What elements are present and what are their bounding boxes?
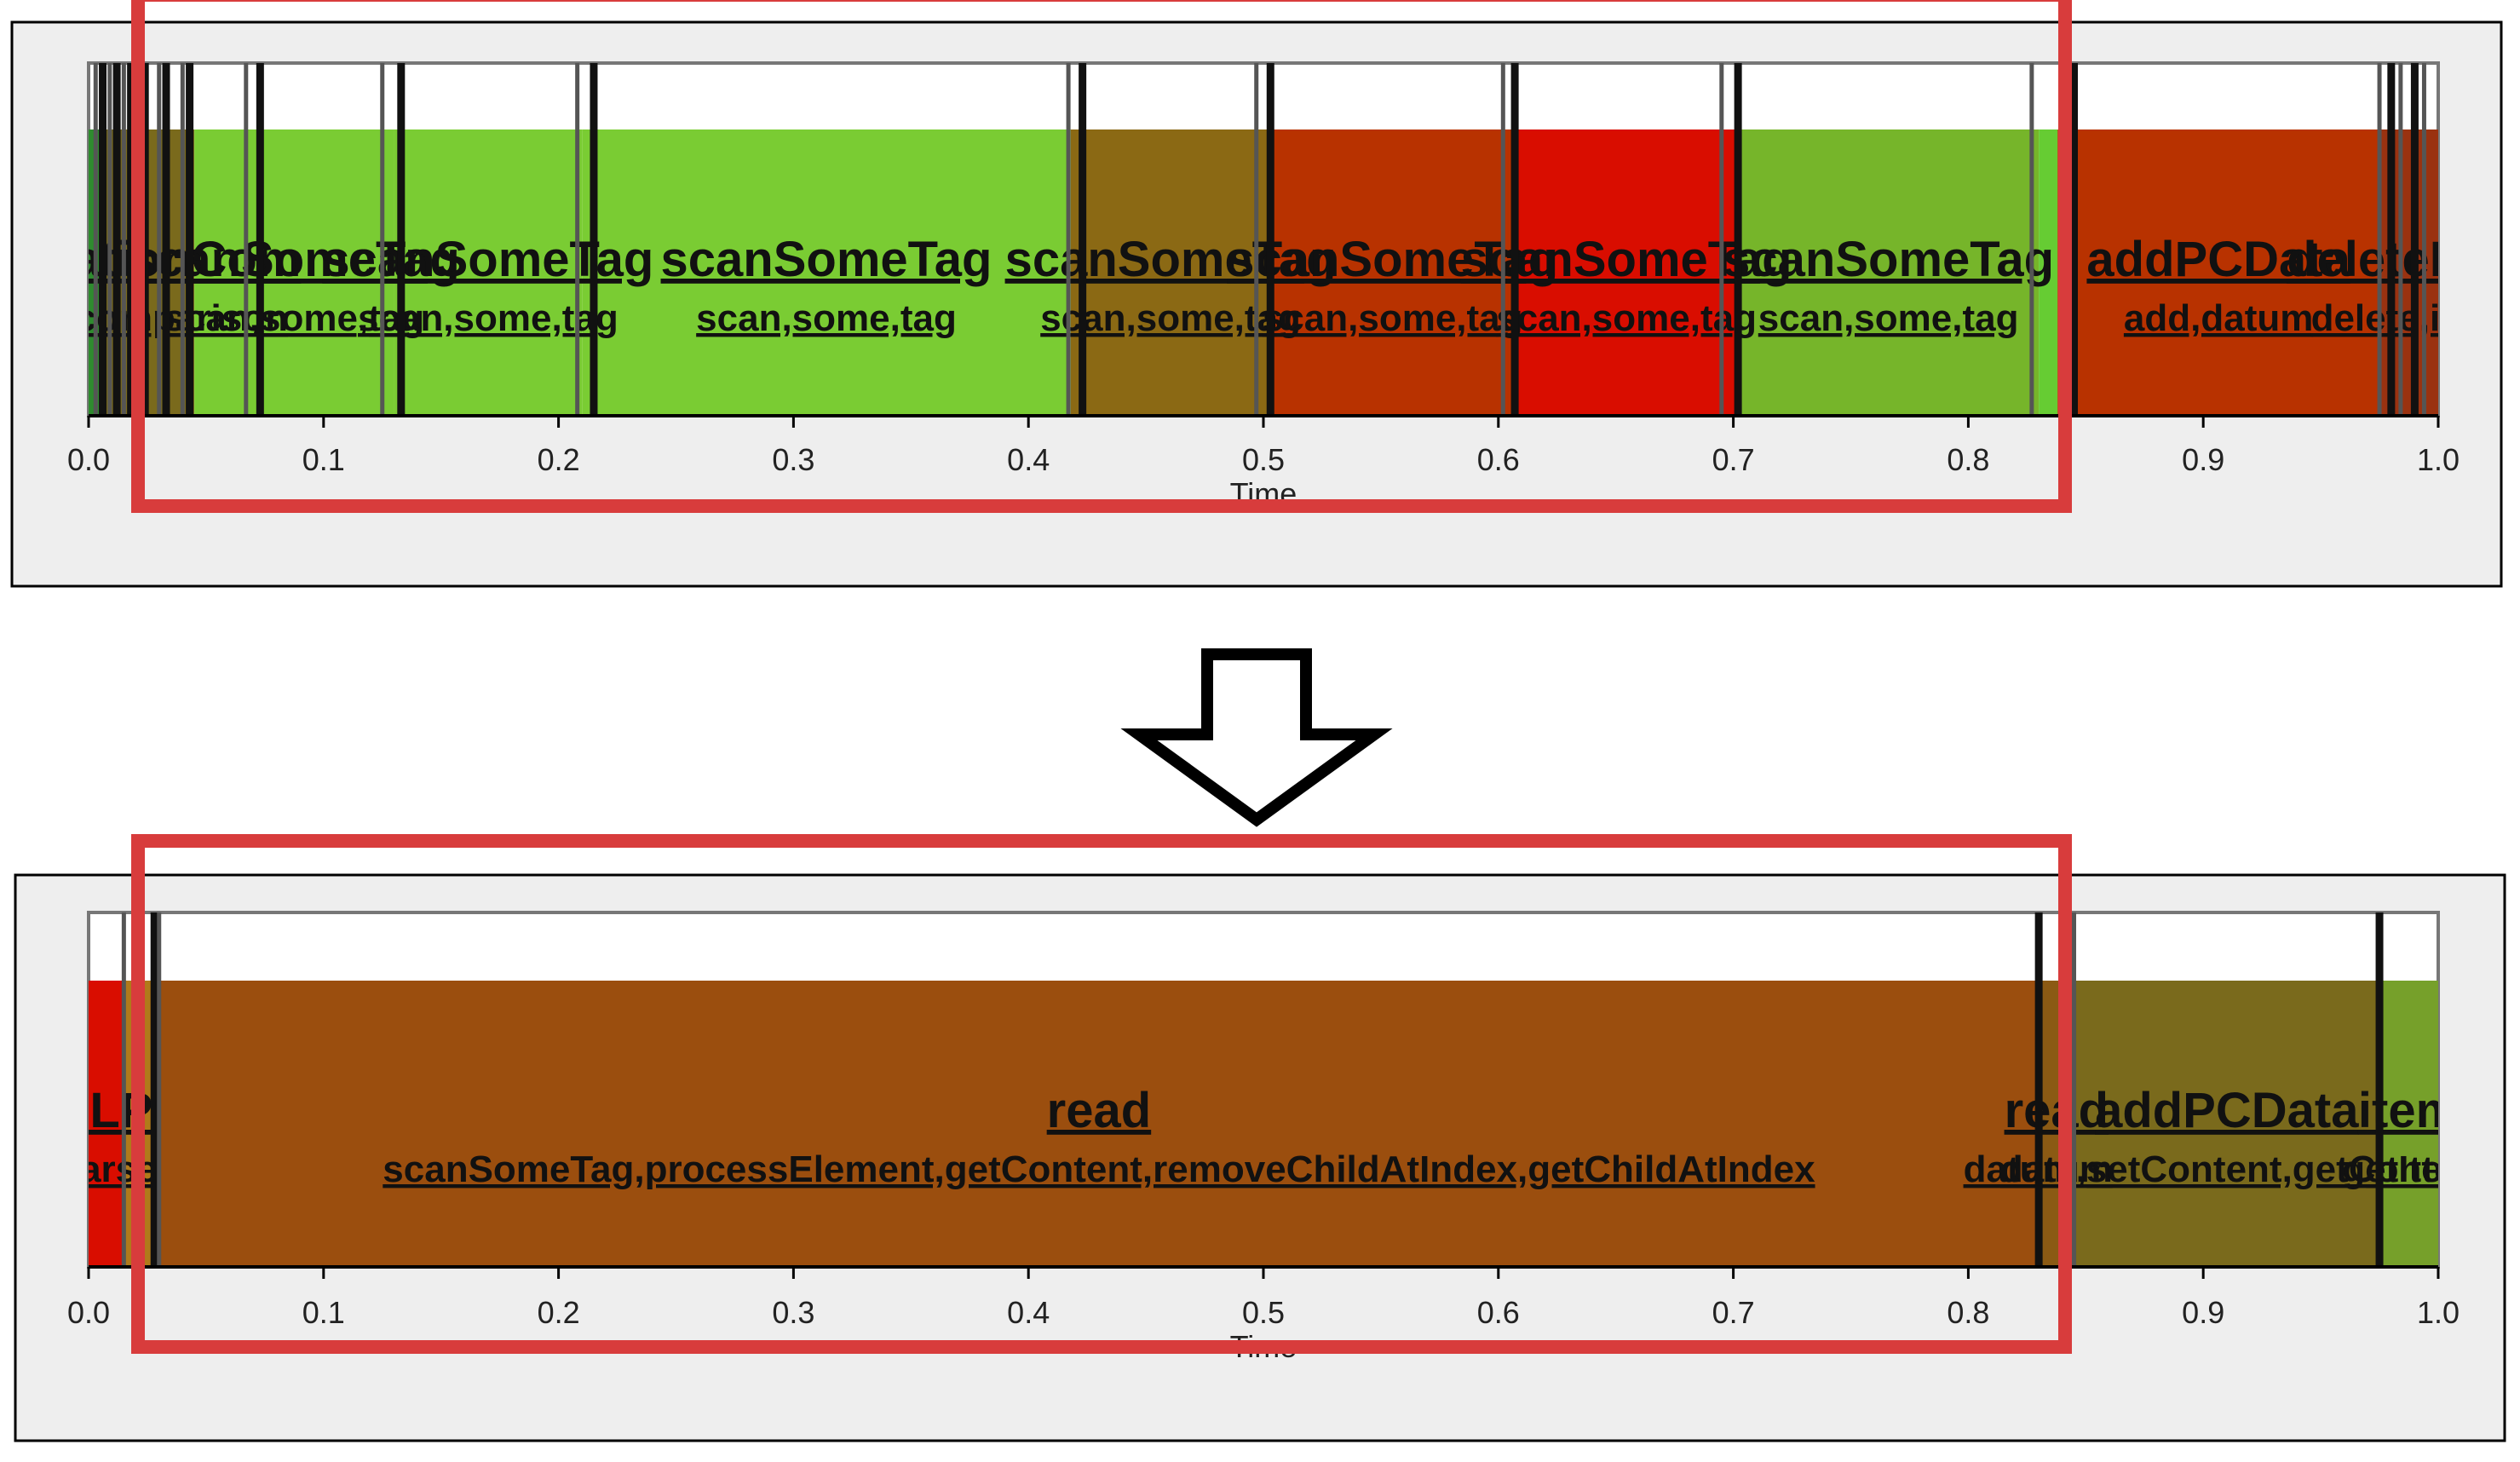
segments <box>89 981 2438 1267</box>
x-tick-label: 1.0 <box>2417 442 2460 477</box>
x-tick-label: 0.1 <box>302 442 345 477</box>
x-tick-label: 0.2 <box>538 1295 580 1330</box>
x-tick-label: 0.0 <box>67 442 110 477</box>
segment-bar <box>194 130 394 416</box>
x-tick-label: 0.6 <box>1477 442 1520 477</box>
x-tick-label: 0.5 <box>1242 1295 1285 1330</box>
segment-name: addPCData <box>2086 232 2350 287</box>
segment-bar <box>158 981 2040 1267</box>
segment-subtitle: add,datum <box>2124 297 2313 339</box>
x-tick-label: 0.1 <box>302 1295 345 1330</box>
segment-bar <box>1070 130 1271 416</box>
segment-bar <box>1738 130 2040 416</box>
segment-bar <box>89 981 124 1267</box>
segment-bar <box>582 130 1071 416</box>
segment-subtitle: scanSomeTag,processElement,getContent,re… <box>383 1148 1815 1190</box>
segment-bar <box>1515 130 1739 416</box>
x-tick-label: 1.0 <box>2417 1295 2460 1330</box>
x-tick-label: 0.4 <box>1007 1295 1050 1330</box>
segment-bar <box>394 130 583 416</box>
x-tick-label: 0.3 <box>772 442 814 477</box>
segment-bar <box>2039 130 2058 416</box>
x-tick-label: 0.5 <box>1242 442 1285 477</box>
segment-bar <box>2379 981 2438 1267</box>
segment-subtitle: scan,some,tag <box>1758 297 2019 339</box>
segment-name: read <box>2005 1083 2109 1138</box>
down-arrow-icon <box>1120 648 1393 827</box>
segment-name: scanSomeTag <box>322 232 653 287</box>
segment-labels: LLPParsereadscanSomeTag,processElement,g… <box>89 1083 2475 1190</box>
segment-subtitle: scan,some,tag <box>696 297 957 339</box>
segment-name: item <box>2358 1083 2460 1138</box>
segment-labels: alizationComfdd,comparisonscanSomeTagsca… <box>89 232 2438 339</box>
segment-bar <box>1270 130 1516 416</box>
segment-subtitle: scan,some,tag <box>1263 297 1523 339</box>
segment-subtitle: scan,some,tag <box>1496 297 1757 339</box>
x-tick-label: 0.0 <box>67 1295 110 1330</box>
x-tick-label: 0.4 <box>1007 442 1050 477</box>
x-tick-label: 0.9 <box>2182 1295 2224 1330</box>
x-tick-label: 0.8 <box>1947 442 1989 477</box>
x-tick-label: 0.9 <box>2182 442 2224 477</box>
segment-name: addPCData <box>2095 1083 2359 1138</box>
highlight-box <box>131 834 2072 1354</box>
highlight-box <box>131 0 2072 513</box>
segment-subtitle: datum <box>2000 1148 2113 1190</box>
segment-name: read <box>1047 1083 1152 1138</box>
x-tick-label: 0.7 <box>1712 442 1755 477</box>
segment-name: scanSomeTag <box>1005 232 1337 287</box>
segment-subtitle: getItem <box>2342 1148 2475 1190</box>
segment-name: scanSomeTag <box>1723 232 2054 287</box>
segment-bar <box>2057 130 2380 416</box>
x-tick-label: 0.2 <box>538 442 580 477</box>
x-tick-label: 0.6 <box>1477 1295 1520 1330</box>
x-tick-label: 0.3 <box>772 1295 814 1330</box>
segment-bar <box>2074 981 2380 1267</box>
timeline-panel-2: LLPParsereadscanSomeTag,processElement,g… <box>14 834 2506 1442</box>
event-lines <box>121 912 2384 1267</box>
x-tick-label: 0.8 <box>1947 1295 1989 1330</box>
timeline-panel-1: alizationComfdd,comparisonscanSomeTagsca… <box>10 0 2503 588</box>
segment-name: scanSomeTag <box>661 232 992 287</box>
x-tick-label: 0.7 <box>1712 1295 1755 1330</box>
